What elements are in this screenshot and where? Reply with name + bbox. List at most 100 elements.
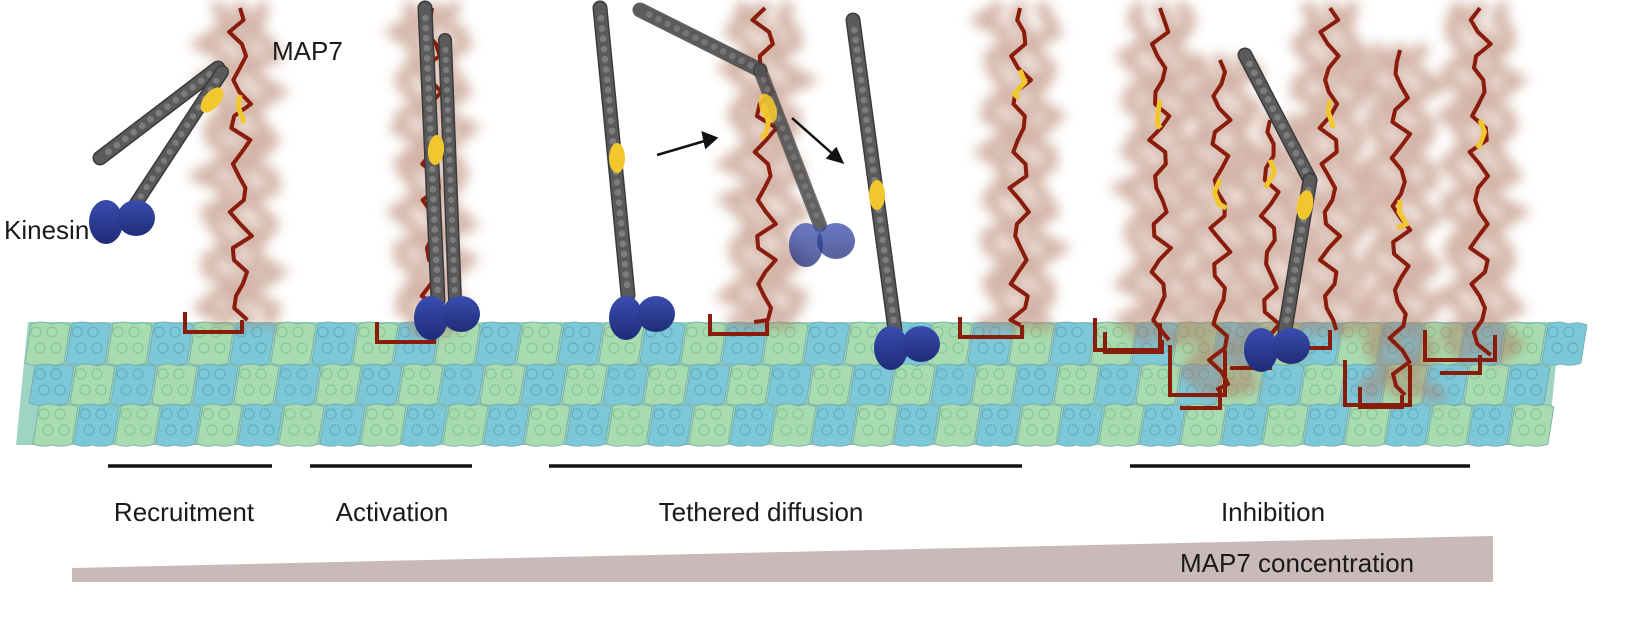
kinesin-coil: [1255, 78, 1263, 86]
kinesin-head: [89, 200, 123, 244]
tubulin-texture: [825, 326, 837, 338]
tubulin-texture: [780, 424, 792, 436]
kinesin-coil: [422, 14, 429, 22]
kinesin-coil: [448, 216, 456, 224]
kinesin-neck-linker: [758, 93, 778, 123]
tubulin-texture: [325, 408, 337, 420]
tubulin-texture: [165, 424, 177, 436]
tubulin-texture: [1272, 424, 1284, 436]
tubulin-texture: [370, 424, 382, 436]
tubulin-subunit: [28, 363, 75, 406]
kinesin-coil: [1293, 256, 1301, 264]
tubulin-texture: [399, 326, 411, 338]
tubulin-texture: [772, 342, 784, 354]
kinesin-coil: [213, 77, 220, 84]
tubulin-texture: [382, 408, 394, 420]
kinesin-coil: [430, 195, 437, 203]
tubulin-texture: [493, 424, 505, 436]
tubulin-texture: [665, 368, 677, 380]
kinesin-coil: [645, 11, 653, 18]
tubulin-subunit: [73, 403, 120, 447]
tubulin-texture: [1407, 408, 1419, 420]
tubulin-texture: [1514, 384, 1526, 396]
tubulin-texture: [1227, 408, 1239, 420]
tubulin-texture: [587, 384, 599, 396]
kinesin-coil: [1264, 96, 1272, 104]
tubulin-texture: [460, 368, 472, 380]
kinesin-coil: [444, 116, 452, 124]
tubulin-texture: [58, 424, 70, 436]
tubulin-texture: [251, 326, 263, 338]
tubulin-texture: [481, 326, 493, 338]
tubulin-subunit: [766, 363, 813, 406]
tubulin-texture: [255, 368, 267, 380]
tubulin-texture: [546, 408, 558, 420]
tubulin-texture: [321, 368, 333, 380]
tubulin-texture: [1518, 424, 1530, 436]
map7-binding-domain: [708, 314, 769, 336]
tubulin-texture: [735, 408, 747, 420]
tubulin-subunit: [770, 403, 817, 447]
tubulin-texture: [731, 368, 743, 380]
tubulin-texture: [1079, 384, 1091, 396]
tubulin-texture: [1325, 408, 1337, 420]
map7-kinesin-binding-segment: [1154, 99, 1163, 130]
diffusion-arrows: [656, 117, 845, 164]
tubulin-subunit: [1467, 403, 1514, 447]
kinesin-coil: [598, 25, 606, 32]
kinesin-coil: [1284, 306, 1292, 314]
tubulin-texture: [124, 424, 136, 436]
tubulin-texture: [157, 342, 169, 354]
tubulin-texture: [751, 384, 763, 396]
kinesin-coil: [449, 226, 456, 234]
map7-kinesin-binding-segment: [1263, 159, 1278, 189]
kinesin-neck-linker: [869, 180, 885, 210]
tubulin-texture: [1313, 424, 1325, 436]
tubulin-texture: [850, 326, 862, 338]
tubulin-texture: [706, 342, 718, 354]
map7-kinesin-binding-segment: [1396, 199, 1411, 231]
tubulin-subunit: [356, 363, 403, 406]
tubulin-texture: [140, 424, 152, 436]
tubulin-subunit: [319, 403, 366, 447]
tubulin-texture: [1473, 408, 1485, 420]
tubulin-texture: [833, 408, 845, 420]
tubulin-texture: [358, 326, 370, 338]
tubulin-texture: [772, 368, 784, 380]
kinesin-coil: [863, 116, 870, 124]
map7-strand: [1207, 59, 1233, 392]
tubulin-texture: [813, 368, 825, 380]
tubulin-texture: [956, 408, 968, 420]
tubulin-texture: [1489, 408, 1501, 420]
tubulin-texture: [579, 326, 591, 338]
kinesin-coil: [801, 183, 809, 190]
tubulin-texture: [1247, 424, 1259, 436]
tubulin-texture: [751, 408, 763, 420]
kinesin-coil: [427, 125, 434, 133]
map7-strand: [227, 7, 254, 322]
tubulin-texture: [542, 342, 554, 354]
tubulin-texture: [243, 384, 255, 396]
kinesin-coil: [710, 43, 718, 51]
tubulin-subunit: [1053, 363, 1100, 406]
tubulin-texture: [1104, 384, 1116, 396]
map7-binding-domain: [1423, 330, 1497, 362]
tubulin-texture: [796, 424, 808, 436]
tubulin-texture: [218, 384, 230, 396]
map7-kinesin-binding-segment: [1010, 69, 1028, 100]
tubulin-subunit: [688, 403, 735, 447]
tubulin-texture: [1452, 424, 1464, 436]
tubulin-texture: [1001, 424, 1013, 436]
kinesin-coil: [738, 57, 745, 65]
tubulin-texture: [83, 424, 95, 436]
tubulin-texture: [809, 326, 821, 338]
tubulin-texture: [694, 384, 706, 396]
tubulin-subunit: [315, 363, 362, 406]
kinesin-head: [817, 223, 855, 259]
tubulin-texture: [1038, 384, 1050, 396]
tubulin-texture: [792, 408, 804, 420]
tubulin-texture: [653, 408, 665, 420]
tubulin-texture: [239, 368, 251, 380]
kinesin-coil: [1301, 167, 1309, 175]
kinesin-coil: [189, 83, 197, 91]
